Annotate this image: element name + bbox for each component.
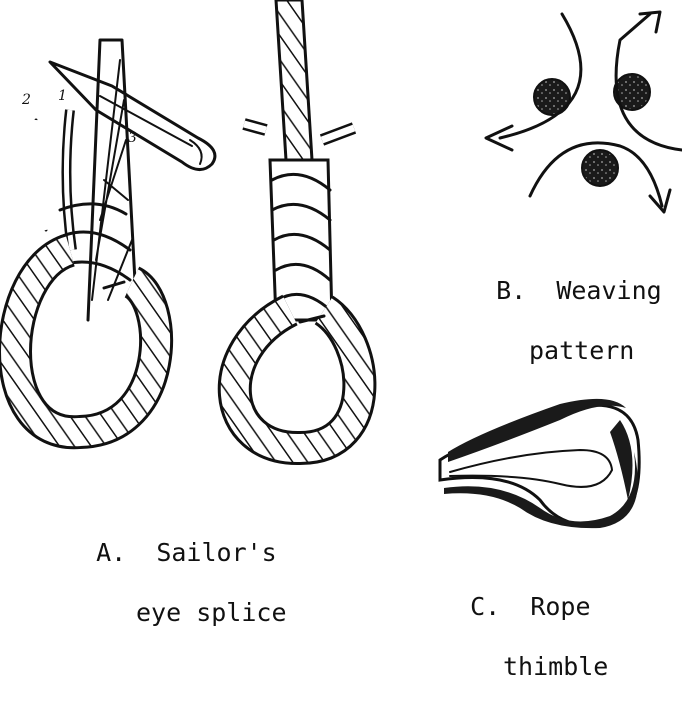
caption-c-line1: Rope (530, 592, 590, 621)
fid-tool (50, 62, 215, 170)
caption-b-line2: pattern (466, 336, 662, 366)
arrow-left (500, 14, 581, 138)
caption-c-line2: thimble (440, 652, 608, 682)
finished-splice-drawing (235, 0, 360, 448)
strand-label-3: 3 (128, 130, 137, 146)
caption-a-letter: A. (96, 538, 126, 568)
caption-sailors-eye-splice: A. Sailor's eye splice (66, 508, 287, 658)
caption-a-line2: eye splice (66, 598, 287, 628)
caption-b-line1: Weaving (556, 276, 661, 305)
weaving-pattern-drawing (486, 12, 682, 212)
caption-weaving-pattern: B. Weaving pattern (466, 246, 662, 396)
strand-label-1: 1 (58, 88, 67, 104)
strand-label-2: 2 (21, 92, 31, 108)
caption-b-letter: B. (496, 276, 526, 306)
rope-thimble-drawing (440, 399, 639, 528)
caption-rope-thimble: C. Rope thimble (440, 562, 608, 712)
splice-in-progress-drawing: 2 1 3 (15, 40, 215, 432)
caption-a-line1: Sailor's (156, 538, 276, 567)
strand-dot-bottom (582, 150, 618, 186)
